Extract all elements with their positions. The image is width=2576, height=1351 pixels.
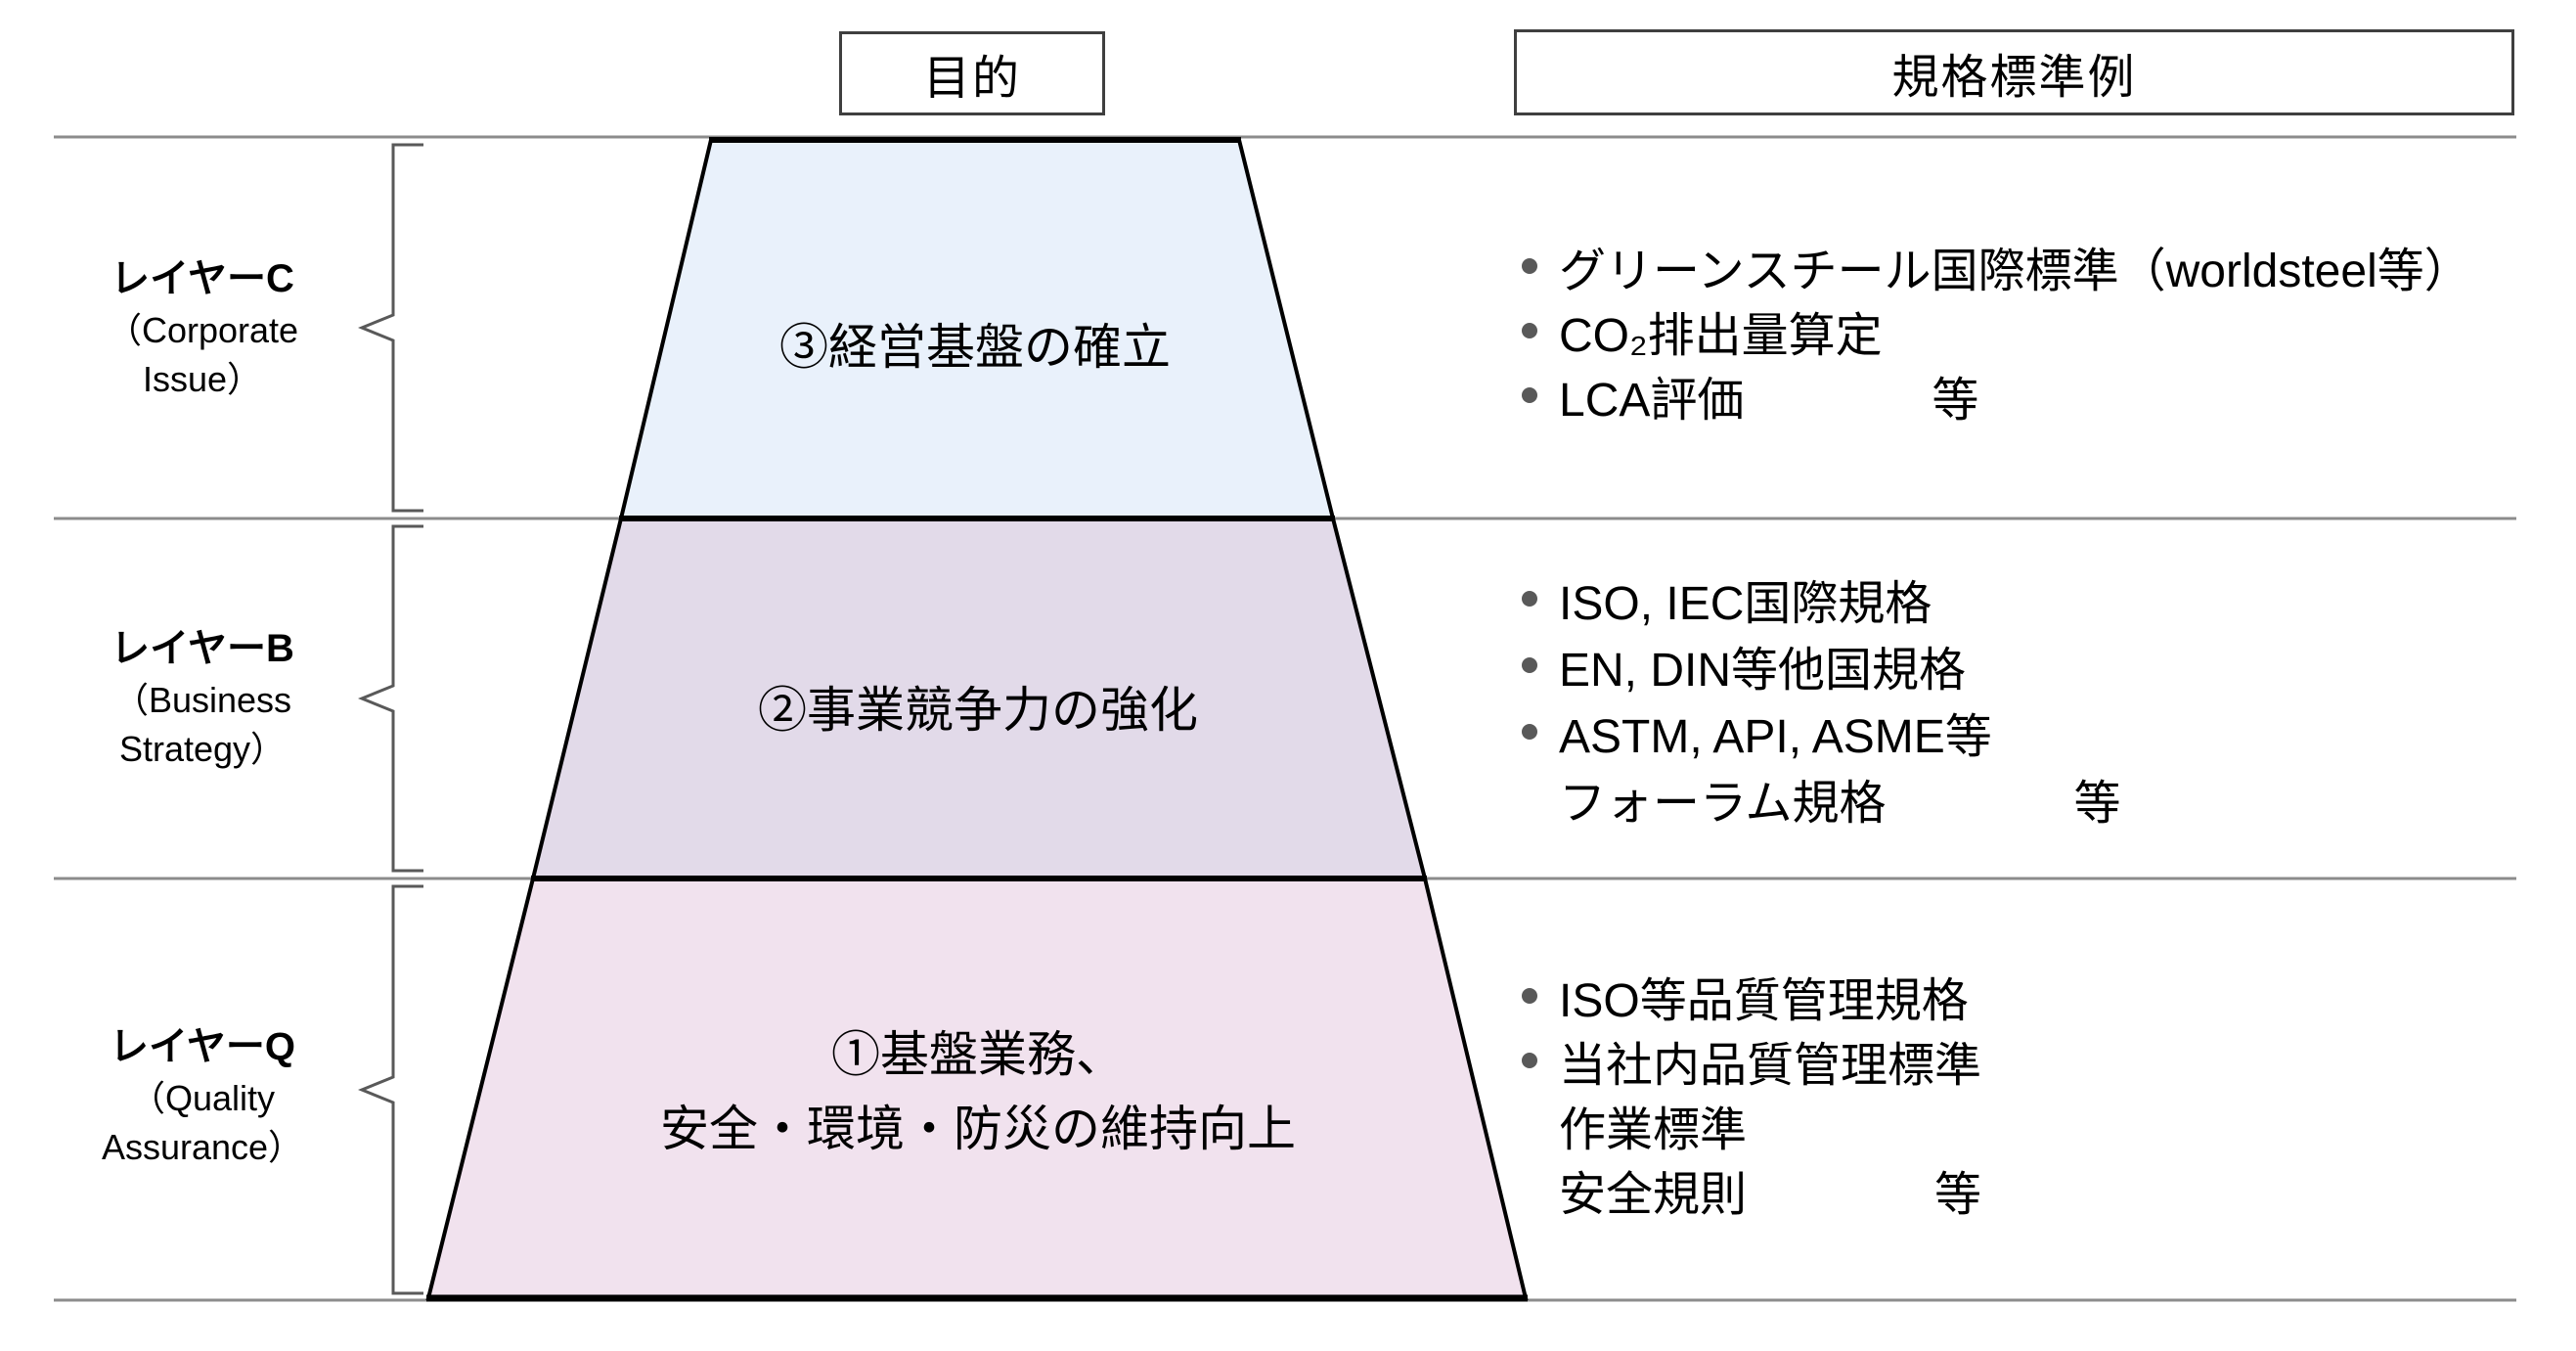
list-item: グリーンスチール国際標準（worldsteel等）: [1522, 234, 2471, 298]
purpose-header-box: 目的: [839, 31, 1105, 115]
brace-layer-b: [358, 524, 423, 873]
example-text: グリーンスチール国際標準（worldsteel等）: [1559, 246, 2471, 297]
list-item: 当社内品質管理標準: [1522, 1028, 1981, 1093]
example-text: ASTM, API, ASME等: [1559, 711, 1992, 763]
example-text: ISO, IEC国際規格: [1559, 578, 1932, 630]
layer-c-name: レイヤーC: [111, 257, 294, 300]
brace-layer-q: [358, 884, 423, 1295]
example-text: フォーラム規格 等: [1559, 778, 2121, 830]
brace-layer-c: [358, 143, 423, 513]
layer-c-sub2: Issue）: [142, 359, 263, 399]
list-item: CO₂排出量算定: [1522, 298, 2471, 363]
standards-header-box: 規格標準例: [1514, 29, 2514, 115]
list-item: 安全規則 等: [1522, 1157, 1981, 1222]
list-item: LCA評価 等: [1522, 363, 2471, 428]
layer-b-examples: ISO, IEC国際規格 EN, DIN等他国規格 ASTM, API, ASM…: [1522, 565, 2121, 832]
bullet-icon: [1522, 1053, 1537, 1068]
layer-q-name: レイヤーQ: [110, 1025, 295, 1068]
bullet-icon: [1522, 387, 1537, 403]
layer-b-purpose: ②事業競争力の強化: [758, 683, 1198, 738]
bullet-icon: [1522, 724, 1537, 740]
list-item: 作業標準: [1522, 1093, 1981, 1157]
layer-q-sub1: （Quality: [129, 1078, 276, 1118]
bullet-icon: [1522, 657, 1537, 673]
example-text: 作業標準: [1559, 1104, 1748, 1156]
layer-q-examples: ISO等品質管理規格 当社内品質管理標準 作業標準 安全規則 等: [1522, 964, 1981, 1222]
list-item: フォーラム規格 等: [1522, 765, 2121, 832]
example-text: 安全規則 等: [1559, 1169, 1982, 1221]
layer-c-sub1: （Corporate: [106, 310, 299, 350]
bullet-icon: [1522, 258, 1537, 274]
layer-q-purpose-line1: ①基盤業務、: [831, 1027, 1125, 1082]
layer-q-purpose-line2: 安全・環境・防災の維持向上: [660, 1102, 1296, 1156]
layer-b-sub2: Strategy）: [118, 729, 287, 769]
layer-c-purpose: ③経営基盤の確立: [779, 320, 1171, 375]
list-item: EN, DIN等他国規格: [1522, 632, 2121, 698]
layer-b-sub1: （Business: [112, 680, 292, 720]
list-item: ISO, IEC国際規格: [1522, 565, 2121, 632]
example-text: LCA評価 等: [1559, 375, 1979, 427]
layer-b-label: レイヤーB （Business Strategy）: [26, 621, 378, 774]
bullet-icon: [1522, 988, 1537, 1004]
example-text: ISO等品質管理規格: [1559, 975, 1969, 1027]
layer-c-label: レイヤーC （Corporate Issue）: [26, 251, 378, 404]
bullet-icon: [1522, 591, 1537, 607]
layer-b-name: レイヤーB: [111, 627, 294, 670]
layer-q-purpose: ①基盤業務、 安全・環境・防災の維持向上: [587, 1017, 1369, 1166]
purpose-header-label: 目的: [922, 53, 1021, 105]
example-text: CO₂排出量算定: [1559, 310, 1883, 362]
layer-c-examples: グリーンスチール国際標準（worldsteel等） CO₂排出量算定 LCA評価…: [1522, 234, 2471, 428]
example-text: EN, DIN等他国規格: [1559, 645, 1967, 697]
layer-q-label: レイヤーQ （Quality Assurance）: [26, 1019, 378, 1172]
list-item: ISO等品質管理規格: [1522, 964, 1981, 1028]
layer-q-sub2: Assurance）: [101, 1127, 304, 1167]
list-item: ASTM, API, ASME等: [1522, 698, 2121, 765]
example-text: 当社内品質管理標準: [1559, 1040, 1982, 1092]
standards-header-label: 規格標準例: [1891, 52, 2137, 104]
bullet-icon: [1522, 323, 1537, 338]
